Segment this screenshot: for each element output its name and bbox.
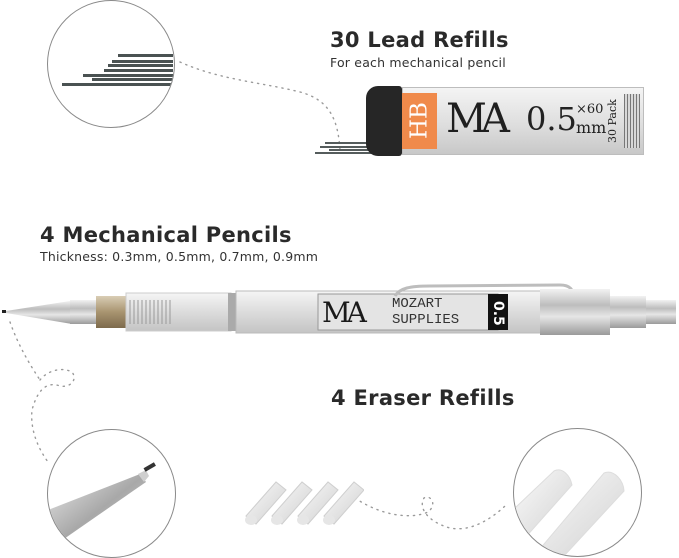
barrel-logo: MA [322,296,367,329]
lead-unit: mm [576,118,607,137]
eraser-refills [245,481,364,525]
lead-closeup-icon [47,0,175,128]
case-grip-lines [624,94,640,148]
lead-refills-title: 30 Lead Refills [330,28,509,52]
pack-label: 30 Pack [606,99,619,143]
lead-refills-subtitle: For each mechanical pencil [330,55,506,70]
lead-case-cap [366,86,402,156]
lead-case: HB MA 0.5 ×60 mm 30 Pack [366,86,644,156]
pencils-subtitle: Thickness: 0.3mm, 0.5mm, 0.7mm, 0.9mm [40,249,319,264]
loose-leads [315,142,375,154]
size-badge: 0.5 [490,300,506,326]
grade-label: HB [402,93,437,149]
erasers-title: 4 Eraser Refills [331,386,515,410]
pencils-title: 4 Mechanical Pencils [40,223,292,247]
mechanical-pencil: MA MOZART SUPPLIES 0.5 [0,276,679,338]
barrel-brand-line2: SUPPLIES [392,312,460,328]
case-logo: MA [446,96,510,142]
lead-case-body [402,87,644,155]
barrel-brand-line1: MOZART [392,296,443,312]
lead-size: 0.5 [526,100,577,138]
lead-count-mark: ×60 [576,102,604,117]
pencil-tip-closeup-icon [47,429,176,558]
eraser-closeup-icon [513,428,642,557]
